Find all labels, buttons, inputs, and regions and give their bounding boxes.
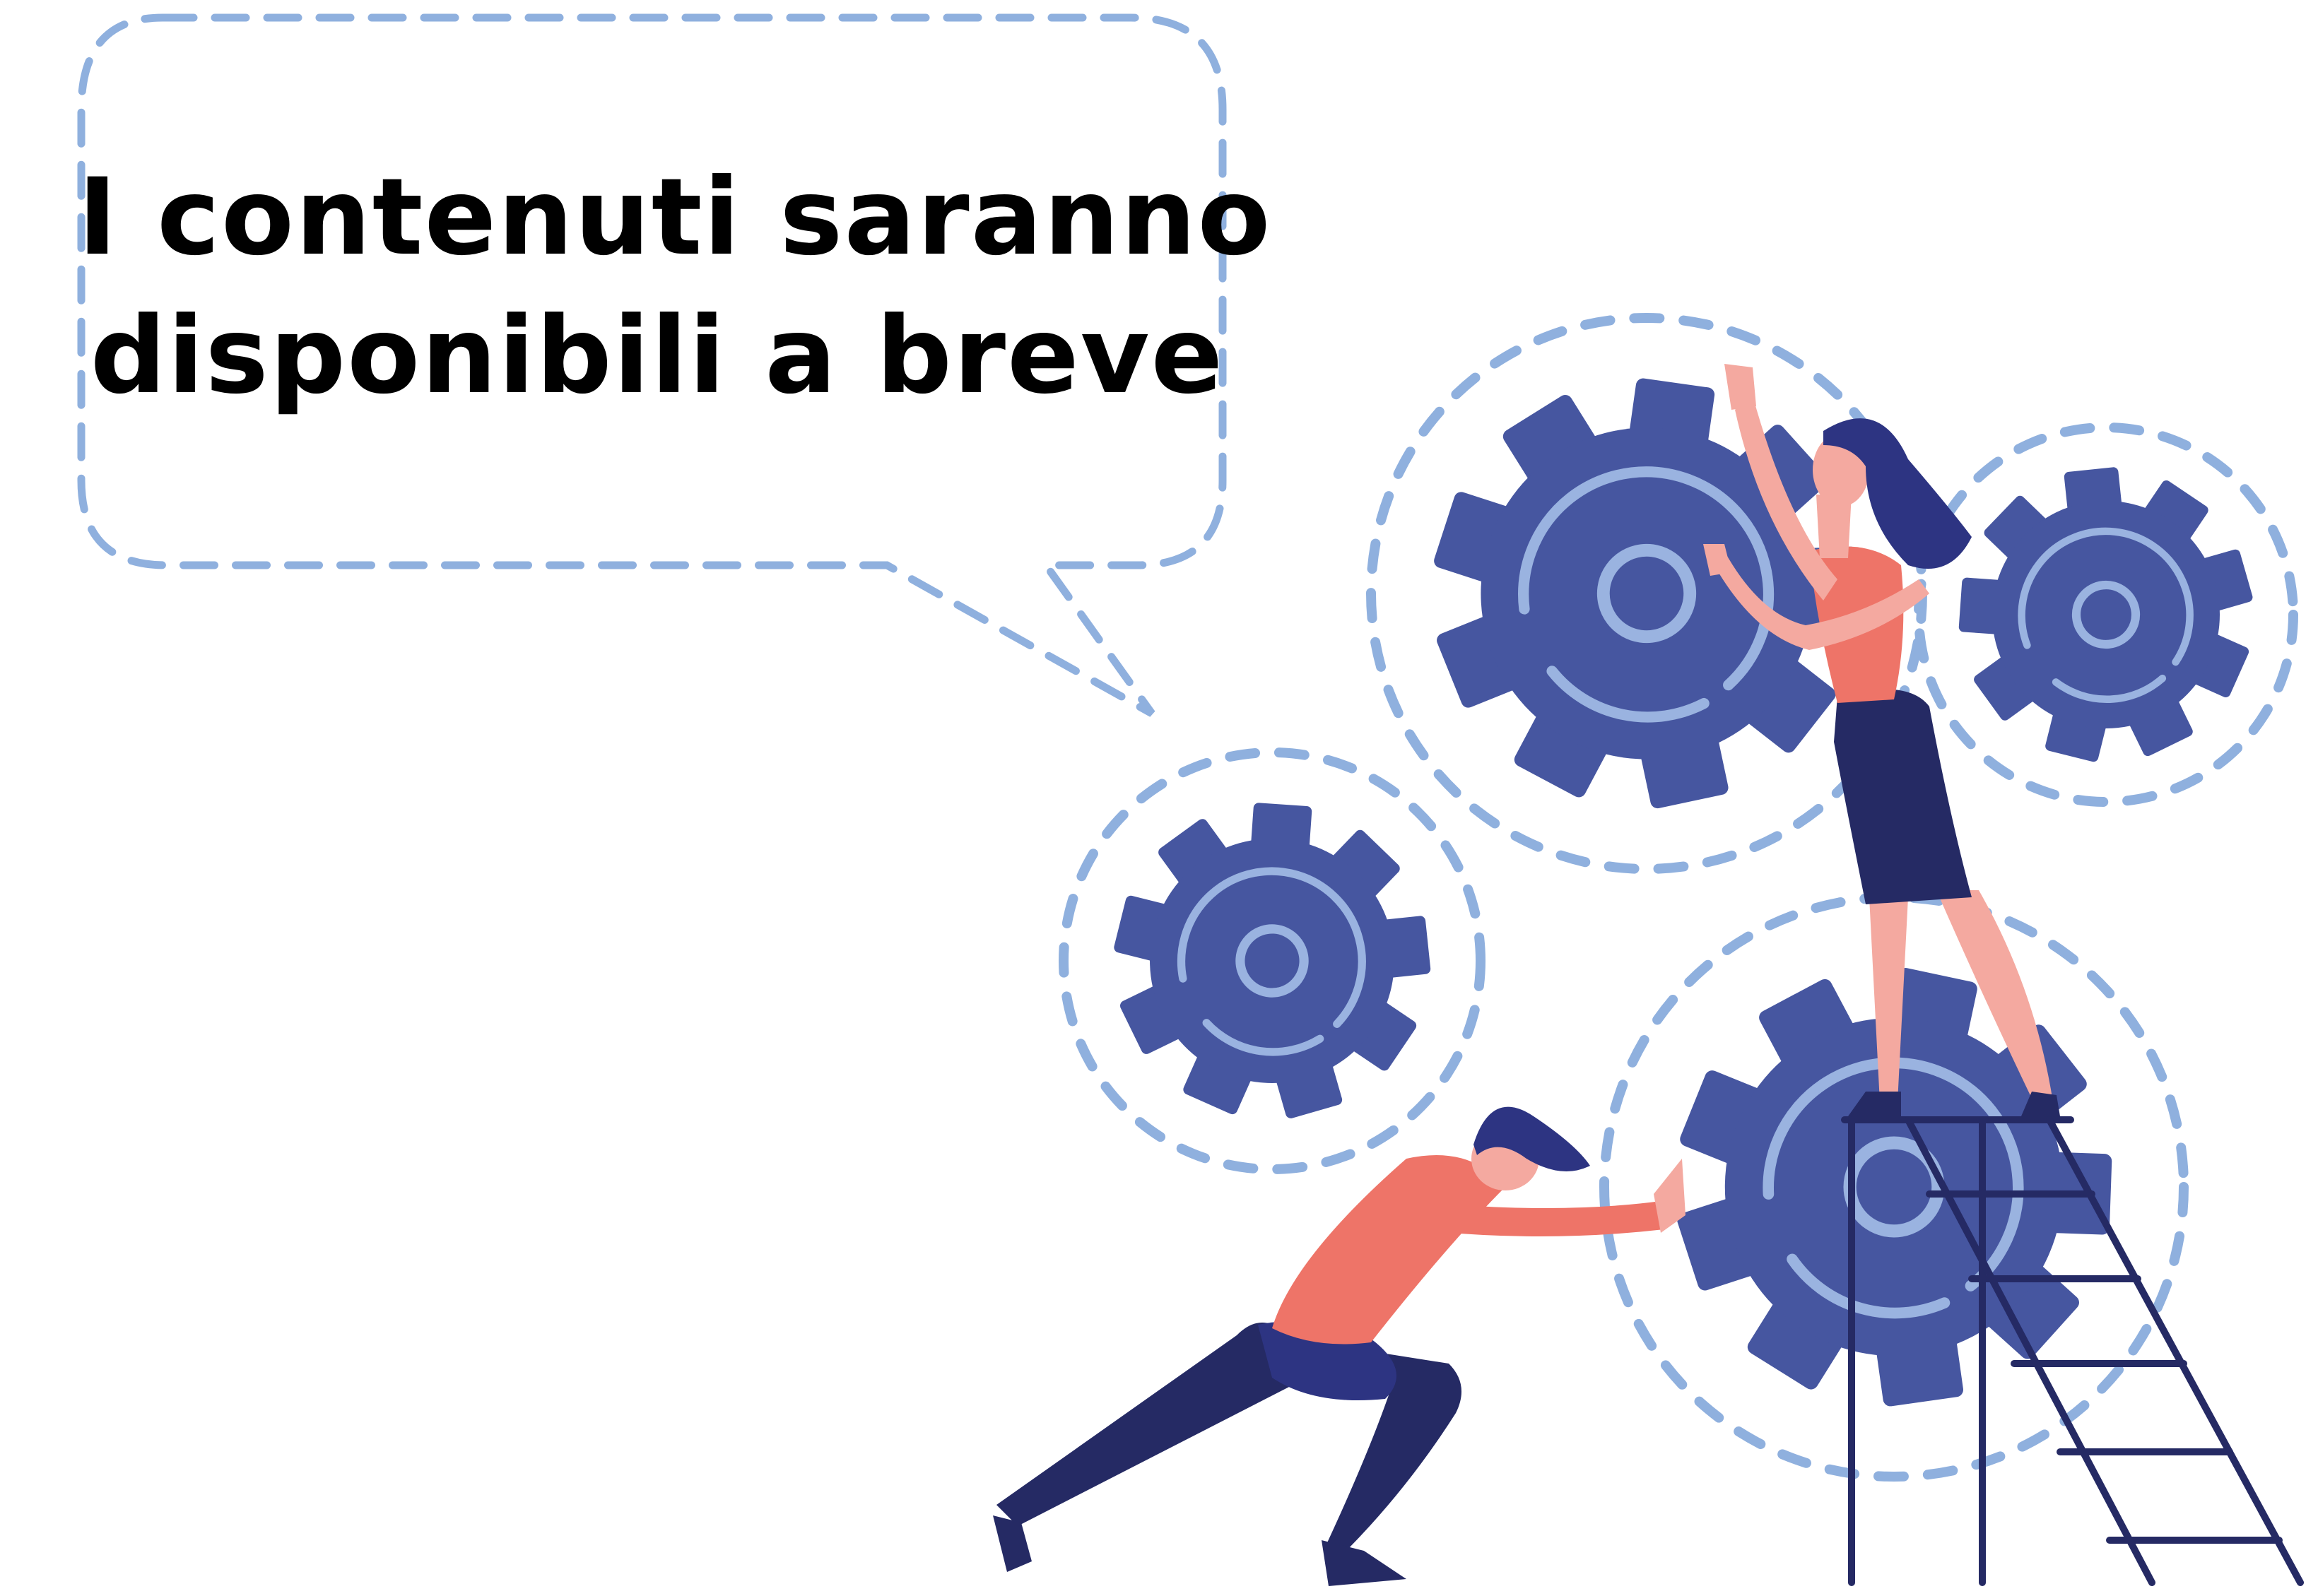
speech-bubble-icon <box>77 13 1227 717</box>
message-line-2: disponibili a breve <box>90 295 1225 418</box>
gear-icon-small <box>1943 454 2269 776</box>
man-figure <box>993 1106 1685 1586</box>
gear-icon-left <box>1102 793 1442 1129</box>
orbit-small-gear <box>1914 422 2298 807</box>
message-line-1: I contenuti saranno <box>78 156 1272 279</box>
ladder-icon <box>1841 1116 2304 1586</box>
woman-figure <box>1703 364 2060 1116</box>
speech-bubble-message: I contenuti saranno disponibili a breve <box>78 148 1272 425</box>
orbit-left-gear <box>1059 747 1485 1174</box>
